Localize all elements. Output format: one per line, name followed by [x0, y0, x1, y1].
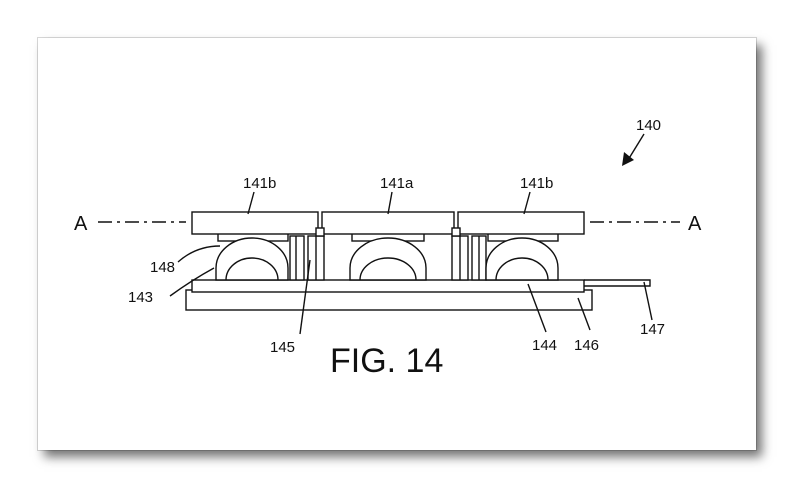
label-145: 145 — [270, 339, 295, 356]
bump-center — [349, 237, 427, 281]
label-section-left: A — [74, 213, 88, 235]
chip-141a — [321, 211, 455, 235]
label-144: 144 — [532, 337, 557, 354]
label-146: 146 — [574, 337, 599, 354]
pillar-left — [289, 235, 305, 281]
chip-141b-left — [191, 211, 319, 235]
label-section-right: A — [688, 213, 702, 235]
assembly-arrow — [627, 133, 645, 161]
figure-caption: FIG. 14 — [330, 342, 443, 380]
label-141b-right: 141b — [520, 175, 553, 192]
bump-left — [215, 237, 289, 281]
layer-144 — [191, 279, 585, 293]
label-148: 148 — [150, 259, 175, 276]
label-141b-left: 141b — [243, 175, 276, 192]
label-147: 147 — [640, 321, 665, 338]
lead-147 — [584, 279, 651, 287]
chip-141b-right — [457, 211, 585, 235]
label-140: 140 — [636, 117, 661, 134]
label-141a: 141a — [380, 175, 414, 192]
bump-right — [485, 237, 559, 281]
label-143: 143 — [128, 289, 153, 306]
